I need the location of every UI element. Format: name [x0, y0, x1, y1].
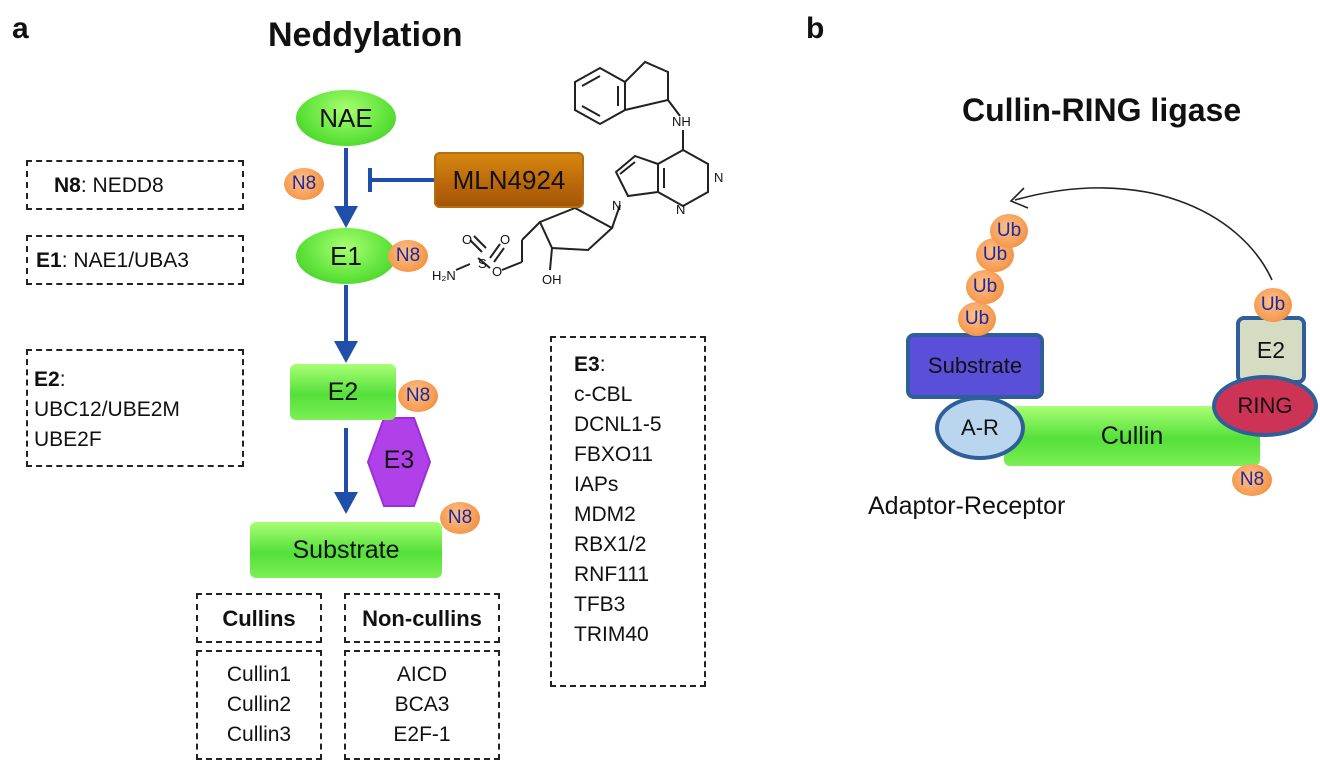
cullin-bar: Cullin — [1004, 406, 1260, 466]
panel-a-letter: a — [12, 12, 29, 45]
substrate-node: Substrate — [250, 522, 442, 578]
n8-badge-cullin: N8 — [1232, 464, 1272, 496]
cullins-item: Cullin3 — [226, 723, 292, 746]
e2-node: E2 — [290, 364, 396, 420]
adaptor-receptor: A-R — [935, 396, 1025, 460]
n8-badge-e1: N8 — [388, 240, 428, 272]
legend-e3-item: DCNL1-5 — [574, 413, 662, 436]
chem-n2: N — [676, 202, 686, 217]
ub-badge-3: Ub — [976, 238, 1014, 272]
chem-oh: OH — [542, 272, 562, 287]
legend-e3-item: TRIM40 — [574, 623, 649, 646]
legend-e3-colon: : — [599, 353, 606, 376]
e2-b: E2 — [1236, 316, 1306, 384]
mln4924-box: MLN4924 — [434, 152, 584, 208]
ub-transfer-arrowhead — [1009, 187, 1029, 209]
panel-b-title: Cullin-RING ligase — [962, 92, 1242, 128]
legend-e3-item: FBXO11 — [574, 443, 653, 466]
legend-e3-item: RBX1/2 — [574, 533, 647, 556]
non-cullins-item: E2F-1 — [393, 723, 451, 746]
panel-b-transfer-arrow — [1009, 187, 1273, 281]
arrowhead-nae-e1 — [334, 206, 358, 228]
cullins-header: Cullins — [196, 593, 322, 643]
ub-badge-4: Ub — [990, 214, 1028, 248]
legend-e2-item: UBE2F — [34, 428, 102, 451]
panel-a-arrows — [334, 60, 709, 514]
legend-e3-item: TFB3 — [574, 593, 626, 616]
chem-nh: NH — [672, 114, 691, 129]
chem-o1: O — [462, 232, 473, 247]
legend-e2: E2: UBC12/UBE2M UBE2F — [26, 349, 244, 467]
chem-o2: O — [500, 232, 511, 247]
legend-e1: E1: NAE1/UBA3 — [26, 235, 244, 285]
ub-transfer-curve — [1014, 187, 1273, 281]
nae-node: NAE — [296, 90, 396, 146]
ub-badge-1: Ub — [958, 302, 996, 336]
e1-node: E1 — [296, 228, 396, 284]
adaptor-receptor-caption: Adaptor-Receptor — [868, 492, 1066, 520]
arrowhead-e1-e2 — [334, 341, 358, 363]
arrowhead-e2-substrate — [334, 492, 358, 514]
legend-n8: N8: NEDD8 — [26, 160, 244, 210]
legend-e3-item: c-CBL — [574, 383, 633, 406]
e3-label: E3 — [383, 446, 415, 474]
chem-h2n: H₂N — [432, 268, 456, 283]
chem-n1: N — [714, 170, 724, 185]
legend-e3-item: IAPs — [574, 473, 619, 496]
ub-badge-2: Ub — [966, 270, 1004, 304]
chem-s: S — [478, 256, 487, 271]
legend-e3-item: MDM2 — [574, 503, 636, 526]
legend-e2-key: E2 — [34, 368, 60, 391]
legend-n8-value: : NEDD8 — [80, 174, 164, 197]
legend-e3: E3: c-CBL DCNL1-5 FBXO11 IAPs MDM2 RBX1/… — [550, 336, 706, 687]
cullins-item: Cullin2 — [226, 693, 292, 716]
legend-n8-key: N8 — [54, 174, 81, 197]
non-cullins-item: BCA3 — [394, 693, 450, 716]
non-cullins-item: AICD — [396, 663, 448, 686]
n8-badge-substrate: N8 — [440, 502, 480, 534]
n8-badge-e2: N8 — [398, 380, 438, 412]
ring-b: RING — [1212, 375, 1318, 437]
ub-badge-e2: Ub — [1254, 288, 1292, 322]
panel-b-letter: b — [806, 12, 825, 45]
chem-o3: O — [492, 264, 503, 279]
legend-e3-item: RNF111 — [574, 563, 650, 586]
legend-e2-item: UBC12/UBE2M — [34, 398, 180, 421]
legend-e1-value: : NAE1/UBA3 — [61, 249, 189, 272]
panel-a-title: Neddylation — [268, 16, 463, 54]
e3-hexagon — [366, 417, 432, 507]
legend-e1-key: E1 — [36, 249, 62, 272]
cullins-list: Cullin1 Cullin2 Cullin3 — [196, 650, 322, 760]
legend-e2-colon: : — [59, 368, 66, 391]
chem-n3: N — [612, 198, 622, 213]
n8-badge-free: N8 — [284, 168, 324, 200]
non-cullins-list: AICD BCA3 E2F-1 — [344, 650, 500, 760]
mln4924-structure — [455, 60, 709, 271]
substrate-b: Substrate — [906, 333, 1044, 399]
legend-e3-key: E3 — [574, 353, 600, 376]
non-cullins-header: Non-cullins — [344, 593, 500, 643]
cullins-item: Cullin1 — [226, 663, 292, 686]
